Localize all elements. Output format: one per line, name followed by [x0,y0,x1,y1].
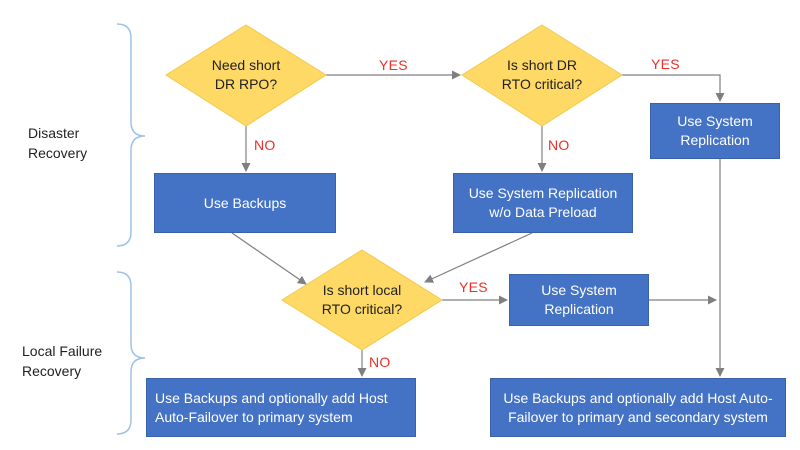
disaster-recovery-bracket [116,23,146,247]
process-use-backups: Use Backups [154,173,336,233]
process-sysrep-local: Use System Replication [509,274,649,326]
edge-label-rto-yes: YES [651,56,680,72]
decision-local-rto [281,249,443,351]
edge-label-local-no: NO [369,354,391,370]
edge-label-rto-no: NO [548,137,570,153]
decision-dr-rpo-text: Need short DR RPO? [211,57,281,92]
edge-label-rpo-yes: YES [379,57,408,73]
group-label-disaster-recovery: Disaster Recovery [28,125,88,161]
decision-dr-rpo [165,24,327,127]
edge-sysrep-no-preload-to-local-rto [424,232,533,283]
decision-local-rto-text: Is short local RTO critical? [321,282,403,317]
process-sysrep-top: Use System Replication [650,103,780,159]
process-backups-failover-both: Use Backups and optionally add Host Auto… [490,378,786,437]
edge-backups-to-local-rto [231,232,307,285]
process-backups-failover-primary: Use Backups and optionally add Host Auto… [146,378,416,437]
process-sysrep-no-preload: Use System Replication w/o Data Preload [453,173,633,233]
edge-label-rpo-no: NO [254,137,276,153]
decision-dr-rto-text: Is short DR RTO critical? [501,57,583,92]
local-failure-recovery-bracket [116,271,146,435]
edge-label-local-yes: YES [459,279,488,295]
decision-dr-rto [461,24,623,127]
group-label-local-failure-recovery: Local Failure Recovery [22,343,103,379]
edge-rto-to-sysrep-top [622,74,725,102]
